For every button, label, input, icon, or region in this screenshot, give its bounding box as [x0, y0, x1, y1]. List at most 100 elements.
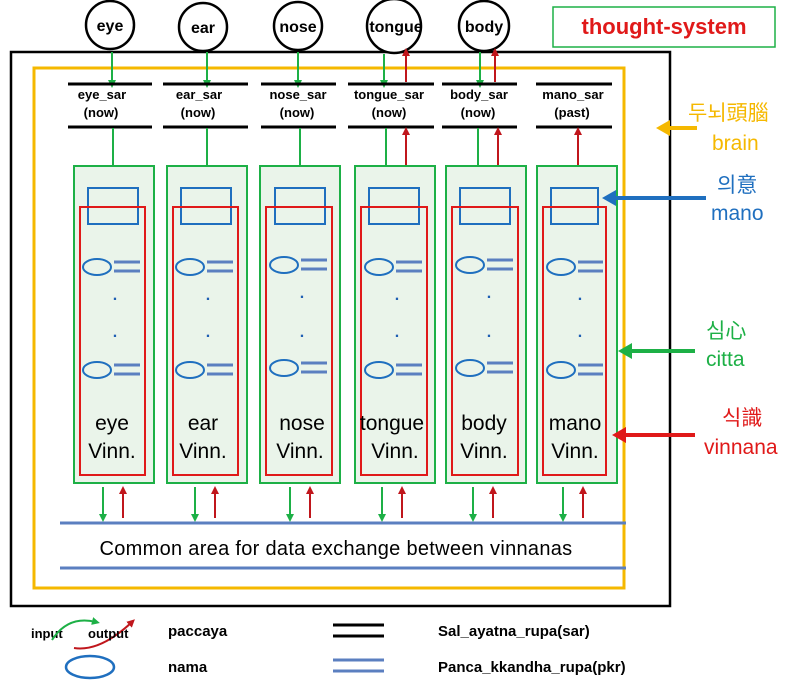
sense-organ-label: nose — [279, 19, 316, 36]
sense-input-arrows — [108, 48, 499, 88]
sar-time: (now) — [181, 105, 216, 120]
continuation-dot: . — [206, 324, 210, 341]
mano-label-korean: 의意 — [717, 174, 757, 197]
vinnana-name: nose — [279, 412, 325, 435]
vinnana-name: mano — [549, 412, 602, 435]
column-mano: mano_sar (past) . . mano Vinn. — [536, 82, 618, 522]
continuation-dot: . — [395, 324, 399, 341]
citta-label-korean: 심心 — [706, 320, 746, 343]
legend-output-arrow — [73, 619, 135, 650]
vinnana-abbr: Vinn. — [551, 440, 599, 463]
citta-label-english: citta — [706, 348, 745, 371]
vinnana-box — [360, 206, 428, 476]
column-tongue: tongue_sar (now) . . tongue Vinn. — [348, 82, 436, 522]
sar-name: body_sar — [450, 87, 508, 102]
nama-ellipse — [546, 361, 576, 379]
sar-time: (past) — [554, 105, 589, 120]
legend-nama-ellipse — [64, 654, 116, 680]
nama-ellipse — [546, 258, 576, 276]
sar-name: tongue_sar — [354, 87, 424, 102]
legend-output-label: output — [88, 626, 129, 641]
continuation-dot: . — [300, 324, 304, 341]
legend-input-label: input — [31, 626, 63, 641]
vinnana-columns: eye_sar (now) . . eye Vinn. ear_sar (now… — [68, 82, 618, 522]
side-label-mano: 의意 mano — [602, 174, 764, 225]
mano-label-english: mano — [711, 202, 764, 225]
column-ear: ear_sar (now) . . ear Vinn. — [163, 82, 248, 522]
side-label-citta: 심心 citta — [618, 320, 746, 371]
title-box — [552, 6, 776, 48]
nama-ellipse — [82, 258, 112, 276]
sar-time: (now) — [461, 105, 496, 120]
sense-organ-circle-body — [457, 0, 511, 53]
system-frame — [9, 50, 672, 608]
column-nose: nose_sar (now) . . nose Vinn. — [259, 82, 341, 522]
vinnana-name: ear — [188, 412, 218, 435]
brain-label-korean: 두뇌頭腦 — [688, 102, 769, 125]
vinnana-name: tongue — [360, 412, 424, 435]
vinnana-abbr: Vinn. — [88, 440, 136, 463]
continuation-dot: . — [395, 287, 399, 304]
vinnana-abbr: Vinn. — [276, 440, 324, 463]
diagram-title: thought-system — [582, 14, 747, 39]
vinnana-label-english: vinnana — [704, 436, 778, 459]
sense-organ-label: body — [465, 19, 503, 36]
nama-ellipse — [82, 361, 112, 379]
sar-name: mano_sar — [542, 87, 603, 102]
vinnana-box — [79, 206, 146, 476]
legend: input output paccaya nama Sal_ayatna_rup… — [31, 617, 626, 680]
continuation-dot: . — [487, 324, 491, 341]
vinnana-box — [451, 206, 519, 476]
sense-organ-circle-nose — [272, 0, 324, 52]
nama-ellipse — [269, 359, 299, 377]
sar-name: eye_sar — [78, 87, 126, 102]
vinnana-abbr: Vinn. — [179, 440, 227, 463]
continuation-dot: . — [113, 287, 117, 304]
nama-ellipse — [364, 258, 394, 276]
side-label-vinnana: 식識 vinnana — [612, 407, 778, 459]
nama-ellipse — [455, 359, 485, 377]
continuation-dot: . — [578, 287, 582, 304]
vinnana-name: body — [461, 412, 507, 435]
sar-time: (now) — [280, 105, 315, 120]
nama-ellipse — [175, 258, 205, 276]
vinnana-box — [265, 206, 333, 476]
sar-time: (now) — [84, 105, 119, 120]
vinnana-abbr: Vinn. — [371, 440, 419, 463]
sense-organ-circle-tongue — [365, 0, 423, 55]
column-eye: eye_sar (now) . . eye Vinn. — [68, 82, 155, 522]
column-body: body_sar (now) . . body Vinn. — [442, 82, 527, 522]
vinnana-box — [542, 206, 607, 476]
common-area-label: Common area for data exchange between vi… — [100, 538, 573, 560]
legend-sar-label: Sal_ayatna_rupa(sar) — [438, 623, 590, 640]
sense-organ-label: eye — [97, 18, 124, 35]
nama-ellipse — [455, 256, 485, 274]
sense-organ-label: ear — [191, 20, 215, 37]
sense-organ-circle-ear — [177, 1, 229, 53]
sar-name: nose_sar — [269, 87, 326, 102]
legend-pkr-label: Panca_kkandha_rupa(pkr) — [438, 659, 626, 676]
citta-column — [259, 165, 341, 484]
sense-organs: eye ear nose tongue body — [84, 0, 511, 55]
sar-name: ear_sar — [176, 87, 222, 102]
vinnana-box — [172, 206, 239, 476]
side-label-brain: 두뇌頭腦 brain — [656, 102, 769, 155]
continuation-dot: . — [300, 285, 304, 302]
legend-nama-label: nama — [168, 659, 208, 676]
vinnana-abbr: Vinn. — [460, 440, 508, 463]
brain-label-english: brain — [712, 132, 759, 155]
sense-organ-label: tongue — [369, 19, 422, 36]
continuation-dot: . — [113, 324, 117, 341]
continuation-dot: . — [578, 324, 582, 341]
legend-input-arrow — [51, 617, 100, 641]
sar-time: (now) — [372, 105, 407, 120]
legend-paccaya-label: paccaya — [168, 623, 228, 640]
nama-ellipse — [175, 361, 205, 379]
continuation-dot: . — [206, 287, 210, 304]
vinnana-name: eye — [95, 412, 129, 435]
vinnana-label-korean: 식識 — [722, 407, 762, 430]
nama-ellipse — [364, 361, 394, 379]
brain-frame — [32, 66, 626, 590]
sense-organ-circle-eye — [84, 0, 136, 51]
